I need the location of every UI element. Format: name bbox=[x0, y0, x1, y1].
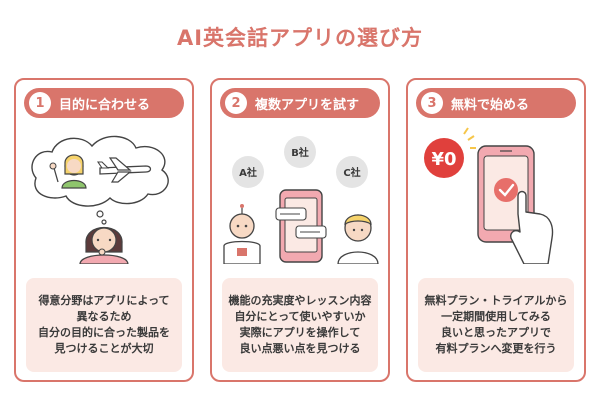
step-number: 1 bbox=[29, 92, 51, 114]
waving-person-icon bbox=[49, 154, 87, 189]
thinking-person-illustration bbox=[22, 126, 186, 265]
price-zero: ¥0 bbox=[431, 149, 456, 170]
price-tag-icon: ¥0 bbox=[424, 127, 476, 178]
card-heading: 複数アプリを試す bbox=[255, 97, 360, 113]
card-try-multiple: 2 複数アプリを試す A社 B社 C社 bbox=[210, 78, 390, 382]
description-line: 機能の充実度やレッスン内容 bbox=[228, 294, 372, 307]
robot-icon bbox=[223, 204, 261, 265]
check-icon bbox=[494, 178, 518, 202]
company-label-c: C社 bbox=[343, 166, 360, 179]
airplane-icon bbox=[96, 157, 152, 183]
description-line: 有料プランへ変更を行う bbox=[435, 342, 557, 355]
thinking-person-icon bbox=[79, 226, 129, 265]
company-label-b: B社 bbox=[291, 146, 309, 159]
description-line: 異なるため bbox=[76, 310, 132, 323]
smartphone-icon bbox=[275, 189, 327, 263]
company-bubble-icon bbox=[232, 156, 264, 188]
description-line: 良いと思ったアプリで bbox=[441, 326, 551, 339]
description-line: 自分の目的に合った製品を bbox=[38, 326, 170, 339]
card-heading-pill: 2 複数アプリを試す bbox=[220, 88, 380, 118]
description-line: 無料プラン・トライアルから bbox=[424, 294, 568, 307]
card-purpose: 1 目的に合わせる bbox=[14, 78, 194, 382]
description-line: 良い点悪い点を見つける bbox=[239, 342, 361, 355]
step-number: 2 bbox=[225, 92, 247, 114]
step-number: 3 bbox=[421, 92, 443, 114]
hand-pointing-icon bbox=[510, 190, 554, 265]
description-line: 一定期間使用してみる bbox=[441, 310, 551, 323]
description-line: 見つけることが大切 bbox=[54, 342, 154, 355]
description-line: 実際にアプリを操作して bbox=[239, 326, 361, 339]
free-plan-illustration: ¥0 bbox=[414, 126, 578, 265]
card-description: 無料プラン・トライアルから 一定期間使用してみる 良いと思ったアプリで 有料プラ… bbox=[418, 278, 574, 372]
card-heading-pill: 3 無料で始める bbox=[416, 88, 576, 118]
card-description: 機能の充実度やレッスン内容 自分にとって使いやすいか 実際にアプリを操作して 良… bbox=[222, 278, 378, 372]
person-icon bbox=[337, 214, 379, 265]
company-bubble-icon bbox=[284, 136, 316, 168]
compare-apps-illustration: A社 B社 C社 bbox=[218, 126, 382, 265]
company-bubble-icon bbox=[336, 156, 368, 188]
card-heading: 目的に合わせる bbox=[59, 97, 151, 113]
smartphone-icon bbox=[477, 145, 535, 243]
card-heading-pill: 1 目的に合わせる bbox=[24, 88, 184, 118]
card-start-free: 3 無料で始める ¥0 bbox=[406, 78, 586, 382]
card-description: 得意分野はアプリによって 異なるため 自分の目的に合った製品を 見つけることが大… bbox=[26, 278, 182, 372]
company-label-a: A社 bbox=[239, 166, 257, 179]
description-line: 得意分野はアプリによって bbox=[38, 294, 170, 307]
page-title: AI英会話アプリの選び方 bbox=[176, 26, 424, 50]
card-heading: 無料で始める bbox=[451, 97, 530, 113]
description-line: 自分にとって使いやすいか bbox=[234, 310, 366, 323]
